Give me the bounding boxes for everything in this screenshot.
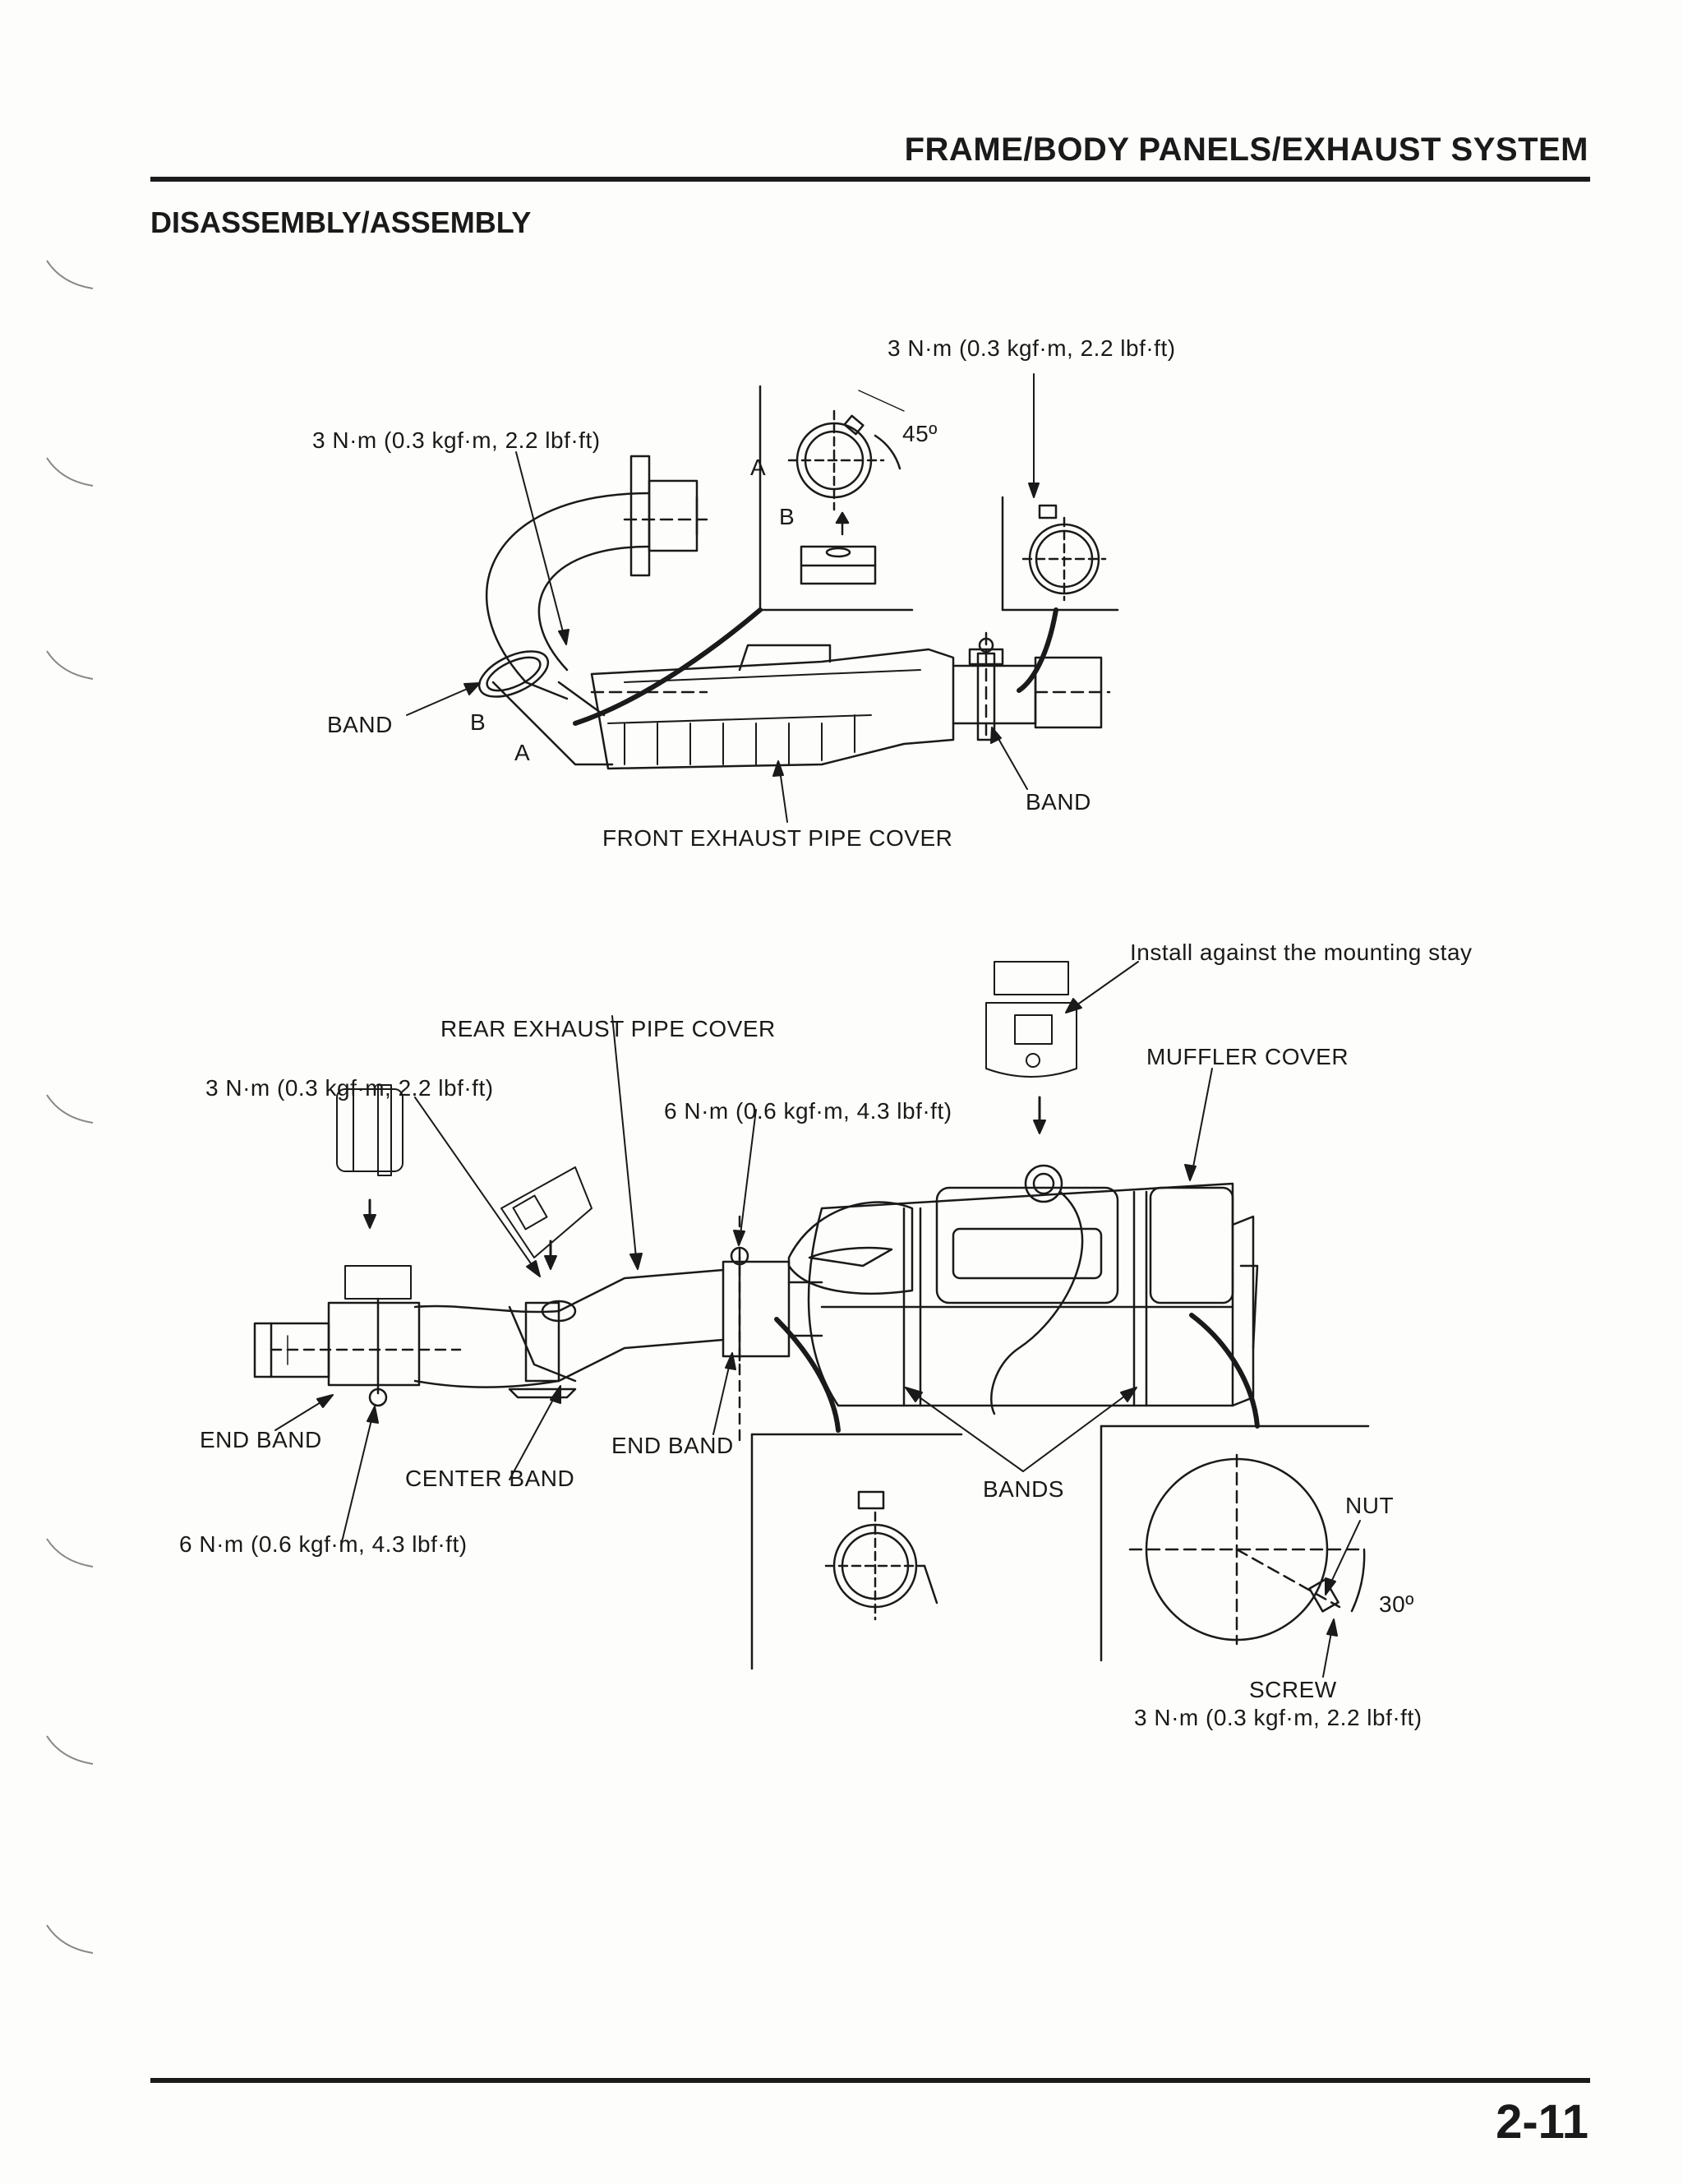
front-exhaust-pipe-drawing xyxy=(477,455,1111,770)
install-note-label: Install against the mounting stay xyxy=(1130,940,1473,965)
rear-angle-label: 30º xyxy=(1379,1591,1414,1617)
page-number: 2-11 xyxy=(1496,2095,1588,2149)
inset-box-front-45 xyxy=(573,385,914,726)
inset-center-band-detail xyxy=(500,1166,593,1270)
end-band-right-label: END BAND xyxy=(611,1433,734,1458)
inset-mounting-stay-detail xyxy=(985,961,1077,1134)
rear-pipe-cover-label: REAR EXHAUST PIPE COVER xyxy=(440,1016,776,1041)
inset-point-b-label: B xyxy=(779,504,795,529)
footer-rule xyxy=(150,2078,1590,2083)
front-pipe-cover-label: FRONT EXHAUST PIPE COVER xyxy=(602,825,953,851)
screw-torque-label: 3 N·m (0.3 kgf·m, 2.2 lbf·ft) xyxy=(1134,1705,1422,1730)
front-torque-top-right-label: 3 N·m (0.3 kgf·m, 2.2 lbf·ft) xyxy=(888,335,1176,361)
front-marker-b-label: B xyxy=(470,709,486,735)
margin-mark xyxy=(46,260,94,289)
inset-box-front-band xyxy=(1001,496,1119,693)
inset-box-muffler-band xyxy=(1100,1313,1370,1662)
rear-torque-left-label: 3 N·m (0.3 kgf·m, 2.2 lbf·ft) xyxy=(205,1075,494,1101)
header-rule xyxy=(150,177,1590,182)
page-header-title: FRAME/BODY PANELS/EXHAUST SYSTEM xyxy=(904,132,1588,168)
front-band-right-label: BAND xyxy=(1026,789,1091,815)
screw-label: SCREW xyxy=(1249,1677,1337,1702)
front-band-left-label: BAND xyxy=(327,712,393,737)
front-marker-a-label: A xyxy=(514,740,531,765)
center-band-label: CENTER BAND xyxy=(405,1466,575,1491)
end-band-left-label: END BAND xyxy=(200,1427,322,1452)
margin-mark xyxy=(46,1924,94,1954)
margin-mark xyxy=(46,457,94,487)
margin-mark xyxy=(46,1735,94,1765)
margin-mark xyxy=(46,1094,94,1124)
margin-mark xyxy=(46,1538,94,1568)
nut-label: NUT xyxy=(1345,1493,1395,1518)
inset-end-band-detail xyxy=(336,1084,412,1300)
section-title: DISASSEMBLY/ASSEMBLY xyxy=(150,205,532,239)
margin-mark xyxy=(46,650,94,680)
rear-exhaust-pipe-drawing xyxy=(253,1164,1259,1448)
inset-box-rear-band xyxy=(750,1317,963,1670)
inset-point-a-label: A xyxy=(750,455,767,480)
front-angle-label: 45º xyxy=(902,421,938,446)
front-torque-left-label: 3 N·m (0.3 kgf·m, 2.2 lbf·ft) xyxy=(312,427,601,453)
bands-label: BANDS xyxy=(983,1476,1064,1502)
rear-torque-bottom-left-label: 6 N·m (0.6 kgf·m, 4.3 lbf·ft) xyxy=(179,1531,468,1557)
muffler-cover-label: MUFFLER COVER xyxy=(1146,1044,1349,1069)
rear-torque-center-label: 6 N·m (0.6 kgf·m, 4.3 lbf·ft) xyxy=(664,1098,952,1124)
